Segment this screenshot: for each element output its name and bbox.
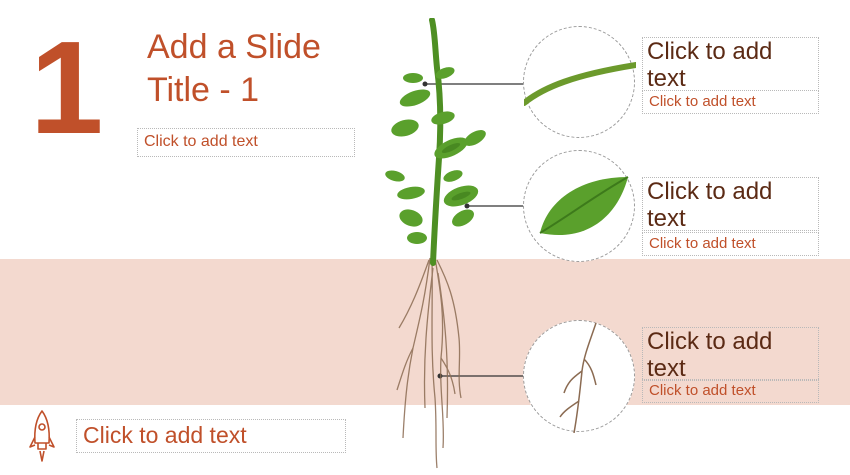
callout-heading-leaf[interactable]: Click to add text <box>642 177 819 232</box>
callout-subtext-stem[interactable]: Click to add text <box>642 90 819 114</box>
leaf-icon <box>539 176 629 236</box>
plant-illustration <box>385 18 486 469</box>
callout-heading-stem[interactable]: Click to add text <box>642 37 819 92</box>
stem-icon <box>524 62 636 106</box>
callout-subtext-leaf[interactable]: Click to add text <box>642 232 819 256</box>
callout-heading-root[interactable]: Click to add text <box>642 327 819 382</box>
bottom-text-placeholder[interactable]: Click to add text <box>76 419 346 453</box>
subtitle-placeholder[interactable]: Click to add text <box>137 128 355 157</box>
leaf-bubble <box>523 150 635 262</box>
slide-title[interactable]: Add a Slide Title - 1 <box>147 28 321 109</box>
stem-bubble <box>523 26 636 138</box>
callout-subtext-root[interactable]: Click to add text <box>642 379 819 403</box>
rocket-icon <box>29 410 55 462</box>
root-icon <box>559 322 597 433</box>
root-bubble <box>523 320 635 433</box>
slide-number: 1 <box>30 14 103 161</box>
